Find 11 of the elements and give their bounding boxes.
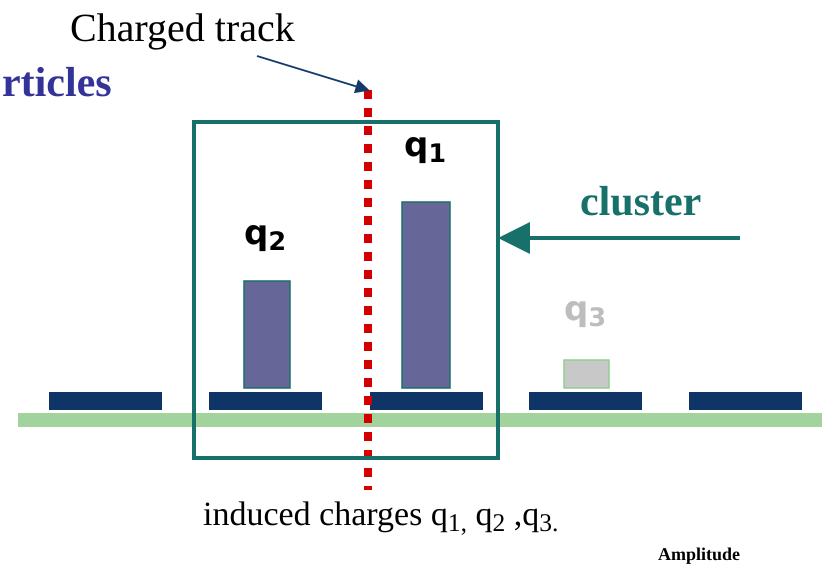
arrow	[498, 222, 740, 254]
axis-label: Amplitude	[658, 545, 740, 563]
heading-text: rticles	[2, 62, 112, 104]
charge-label: q$_{3}$	[564, 292, 606, 326]
particle-track	[364, 90, 372, 490]
charge-label: q$_{1}$	[404, 128, 446, 162]
cluster-label: cluster	[580, 176, 702, 228]
charge-label: q$_{2}$	[244, 216, 286, 250]
cluster-box	[192, 120, 500, 460]
leader-line	[256, 55, 370, 94]
track-label: Charged track	[70, 4, 295, 52]
